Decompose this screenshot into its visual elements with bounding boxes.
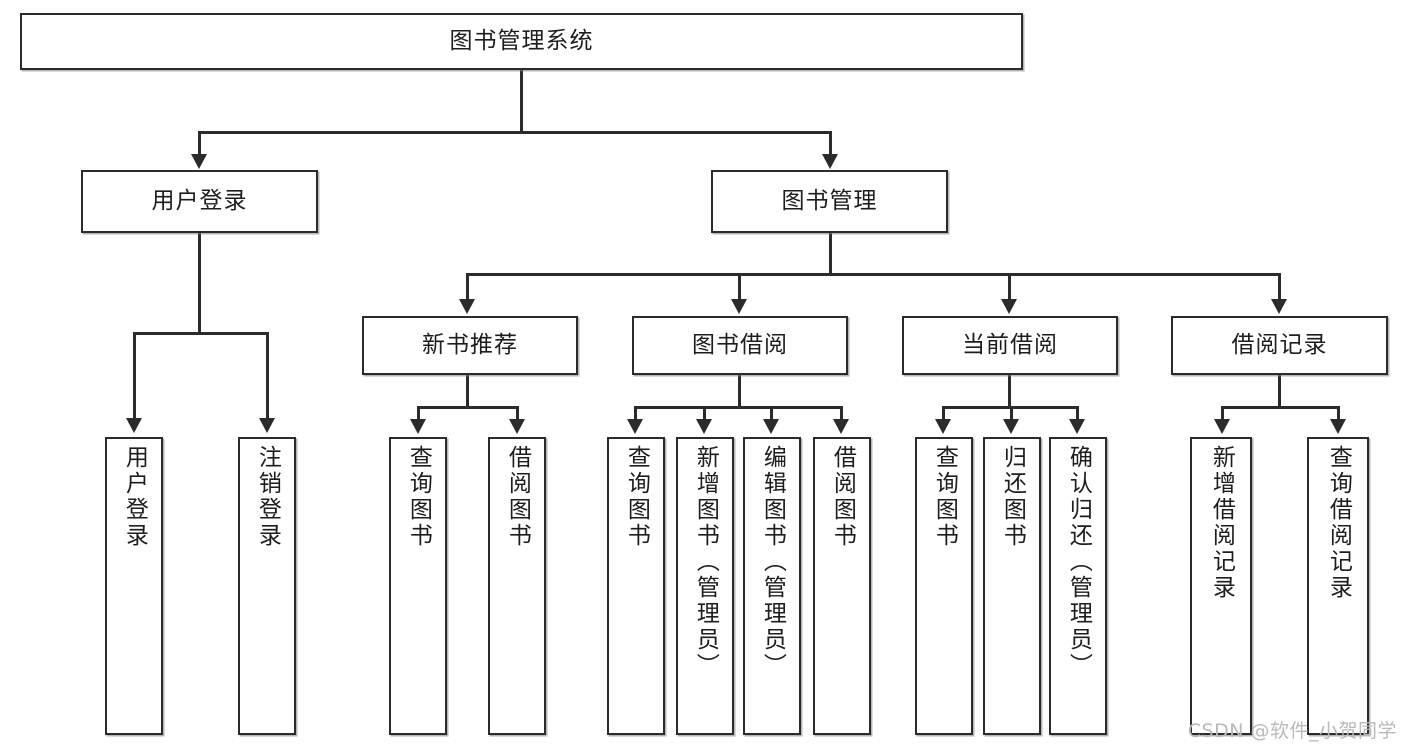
node-label: 借阅记录 xyxy=(1231,331,1328,358)
leaf-label: 确认归还（管理员） xyxy=(1065,445,1092,679)
leaf-label: 查询图书 xyxy=(405,445,432,549)
edge-book-manage-bus xyxy=(466,273,1281,276)
arrow-root-to-book-manage xyxy=(822,154,838,169)
node-root-system[interactable]: 图书管理系统 xyxy=(20,13,1023,70)
leaf-add-book[interactable]: 新增图书（管理员） xyxy=(676,437,734,735)
edge-new-book-bus xyxy=(417,406,518,409)
edge-new-book-to-leaf-2 xyxy=(516,406,519,421)
edge-book-manage-to-new-book xyxy=(466,273,469,301)
edge-book-manage-to-current-borrow xyxy=(1008,273,1011,301)
arrow-book-borrow-to-leaf-1 xyxy=(627,419,643,434)
arrow-root-to-user-login xyxy=(191,154,207,169)
edge-current-borrow-to-leaf-1 xyxy=(942,406,945,421)
edge-book-borrow-bus xyxy=(634,406,842,409)
arrow-book-borrow-to-leaf-2 xyxy=(696,419,712,434)
leaf-query-book-2[interactable]: 查询图书 xyxy=(607,437,665,735)
node-book-borrow[interactable]: 图书借阅 xyxy=(632,316,848,375)
leaf-label: 注销登录 xyxy=(254,445,281,549)
arrow-current-borrow-to-leaf-2 xyxy=(1003,419,1019,434)
arrow-current-borrow-to-leaf-1 xyxy=(935,419,951,434)
leaf-label: 归还图书 xyxy=(999,445,1026,549)
edge-user-login-to-leaf-1 xyxy=(133,332,136,420)
edge-borrow-record-to-leaf-1 xyxy=(1221,406,1224,421)
edge-book-manage-to-borrow-record xyxy=(1278,273,1281,301)
edge-root-to-user-login xyxy=(198,131,201,156)
node-book-manage[interactable]: 图书管理 xyxy=(711,170,948,233)
edge-current-borrow-to-leaf-3 xyxy=(1076,406,1079,421)
leaf-label: 编辑图书（管理员） xyxy=(759,445,786,679)
leaf-label: 用户登录 xyxy=(121,445,148,549)
csdn-watermark: CSDN @软件_小贺同学 xyxy=(1187,720,1397,742)
arrow-book-manage-to-new-book xyxy=(459,299,475,314)
leaf-label: 新增借阅记录 xyxy=(1208,445,1235,601)
leaf-label: 新增图书（管理员） xyxy=(692,445,719,679)
edge-book-manage-stem xyxy=(829,233,832,275)
node-label: 当前借阅 xyxy=(962,331,1058,358)
leaf-user-login[interactable]: 用户登录 xyxy=(105,437,163,735)
edge-current-borrow-bus xyxy=(942,406,1077,409)
arrow-user-login-to-leaf-1 xyxy=(126,418,142,433)
leaf-label: 借阅图书 xyxy=(829,445,856,549)
arrow-book-manage-to-book-borrow xyxy=(731,299,747,314)
arrow-book-manage-to-current-borrow xyxy=(1001,299,1017,314)
arrow-new-book-to-leaf-2 xyxy=(509,419,525,434)
edge-book-manage-to-book-borrow xyxy=(738,273,741,301)
node-label: 新书推荐 xyxy=(422,331,518,358)
edge-user-login-stem xyxy=(198,233,201,334)
node-user-login[interactable]: 用户登录 xyxy=(81,170,318,233)
leaf-borrow-book-2[interactable]: 借阅图书 xyxy=(813,437,871,735)
edge-book-borrow-to-leaf-2 xyxy=(703,406,706,421)
leaf-borrow-book-1[interactable]: 借阅图书 xyxy=(488,437,546,735)
edge-root-stem xyxy=(520,70,523,133)
edge-borrow-record-bus xyxy=(1221,406,1339,409)
node-label: 图书管理 xyxy=(781,187,878,214)
edge-book-borrow-stem xyxy=(738,375,741,408)
arrow-new-book-to-leaf-1 xyxy=(410,419,426,434)
edge-new-book-to-leaf-1 xyxy=(417,406,420,421)
node-borrow-record[interactable]: 借阅记录 xyxy=(1171,316,1388,375)
arrow-user-login-to-leaf-2 xyxy=(259,418,275,433)
leaf-query-book-3[interactable]: 查询图书 xyxy=(915,437,973,735)
leaf-logout-login[interactable]: 注销登录 xyxy=(238,437,296,735)
node-current-borrow[interactable]: 当前借阅 xyxy=(902,316,1118,375)
node-new-book-recommend[interactable]: 新书推荐 xyxy=(362,316,578,375)
edge-borrow-record-to-leaf-2 xyxy=(1337,406,1340,421)
edge-borrow-record-stem xyxy=(1278,375,1281,408)
node-label: 用户登录 xyxy=(151,187,248,214)
leaf-label: 查询图书 xyxy=(623,445,650,549)
edge-user-login-bus xyxy=(133,332,268,335)
edge-root-to-book-manage xyxy=(829,131,832,156)
leaf-query-book-1[interactable]: 查询图书 xyxy=(389,437,447,735)
leaf-edit-book[interactable]: 编辑图书（管理员） xyxy=(743,437,801,735)
edge-root-bus xyxy=(198,131,832,134)
leaf-label: 查询图书 xyxy=(931,445,958,549)
edge-book-borrow-to-leaf-1 xyxy=(634,406,637,421)
arrow-book-borrow-to-leaf-3 xyxy=(763,419,779,434)
node-label: 图书管理系统 xyxy=(449,27,594,54)
leaf-label: 查询借阅记录 xyxy=(1325,445,1352,601)
leaf-label: 借阅图书 xyxy=(504,445,531,549)
arrow-book-manage-to-borrow-record xyxy=(1271,299,1287,314)
edge-current-borrow-to-leaf-2 xyxy=(1010,406,1013,421)
node-label: 图书借阅 xyxy=(692,331,788,358)
leaf-confirm-return[interactable]: 确认归还（管理员） xyxy=(1049,437,1107,735)
arrow-book-borrow-to-leaf-4 xyxy=(833,419,849,434)
leaf-add-record[interactable]: 新增借阅记录 xyxy=(1190,437,1252,735)
arrow-borrow-record-to-leaf-1 xyxy=(1214,419,1230,434)
arrow-borrow-record-to-leaf-2 xyxy=(1330,419,1346,434)
edge-book-borrow-to-leaf-3 xyxy=(770,406,773,421)
edge-current-borrow-stem xyxy=(1008,375,1011,408)
edge-user-login-to-leaf-2 xyxy=(266,332,269,420)
edge-new-book-stem xyxy=(466,375,469,408)
leaf-query-record[interactable]: 查询借阅记录 xyxy=(1307,437,1369,735)
edge-book-borrow-to-leaf-4 xyxy=(840,406,843,421)
arrow-current-borrow-to-leaf-3 xyxy=(1069,419,1085,434)
leaf-return-book[interactable]: 归还图书 xyxy=(983,437,1041,735)
